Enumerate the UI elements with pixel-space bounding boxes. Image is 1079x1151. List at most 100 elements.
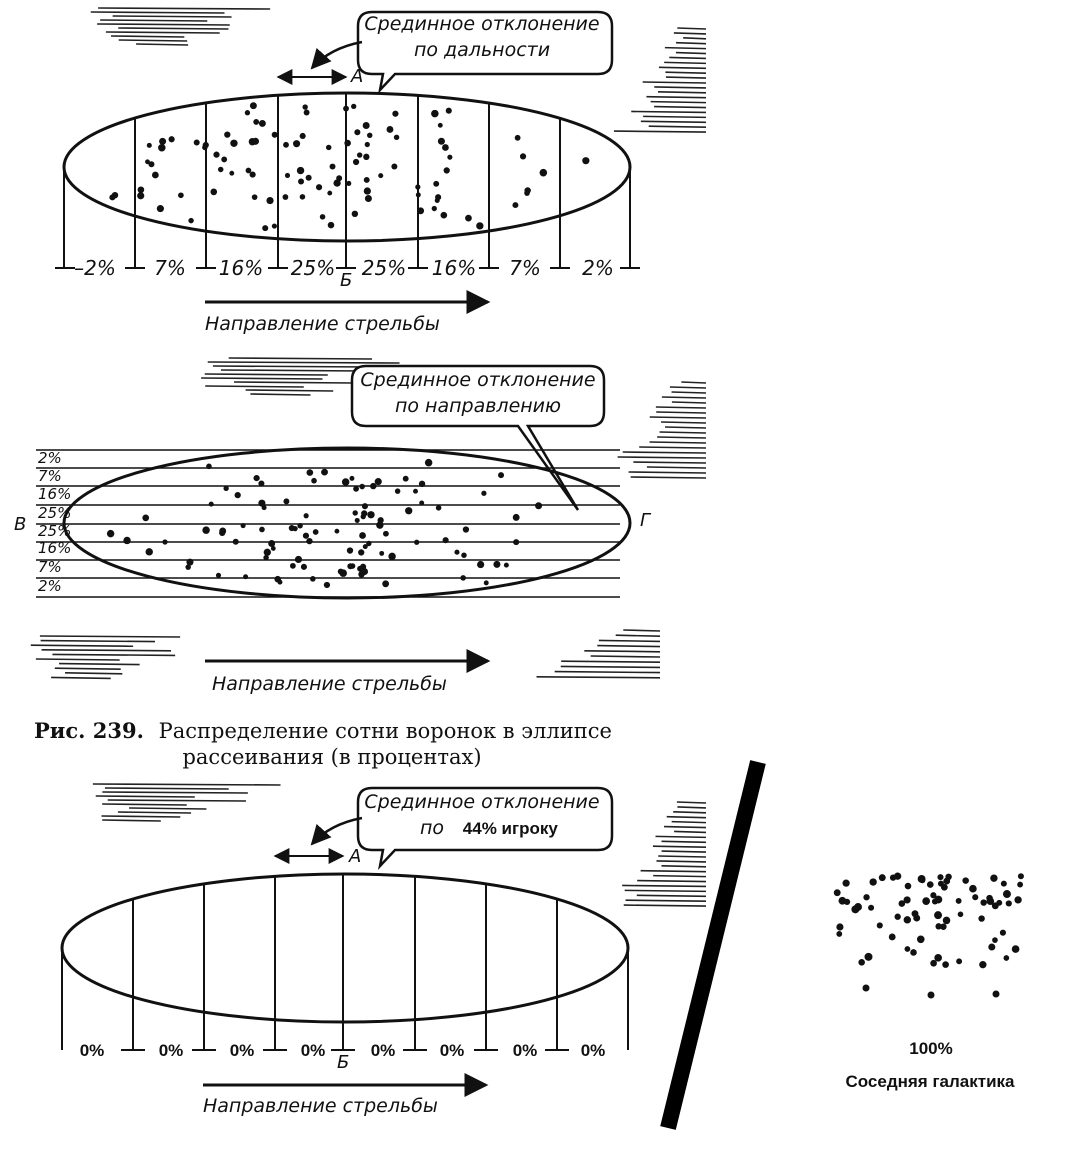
- neighbor-galaxy: 100% Соседняя галактика: [833, 872, 1024, 1091]
- hatch-line: [661, 396, 707, 399]
- crater-dot: [213, 151, 220, 158]
- crater-dot: [178, 192, 184, 199]
- galaxy-dot: [862, 984, 870, 992]
- crater-dot: [358, 549, 365, 556]
- hatch-line: [654, 105, 707, 109]
- crater-dot: [202, 141, 209, 149]
- hatch-line: [622, 451, 707, 454]
- hatch-line: [220, 369, 364, 372]
- crater-dot: [261, 505, 267, 511]
- hatch-line: [102, 803, 187, 806]
- crater-dot: [388, 552, 396, 561]
- crater-dot: [414, 539, 420, 545]
- hatch-line: [39, 635, 181, 638]
- crater-dot: [293, 140, 301, 148]
- callout-pointer-arrow: [310, 40, 363, 70]
- hatch-line: [102, 791, 248, 794]
- range-dividers-3: [61, 874, 629, 1051]
- galaxy-dot: [937, 874, 944, 881]
- hatch-line: [92, 783, 281, 786]
- hatch-line: [669, 56, 707, 60]
- hatch-line: [622, 884, 707, 888]
- direction-percent-labels: 2%7%16%25%25%16%7%2%: [38, 449, 71, 595]
- crater-dot: [142, 514, 150, 522]
- range-percent-labels: –2%7%16%25%25%16%7%2%: [74, 256, 614, 280]
- crater-dot: [370, 482, 377, 490]
- galaxy-dot: [836, 931, 843, 937]
- galaxy-dot: [940, 923, 947, 930]
- hatch-line: [659, 431, 707, 434]
- crater-dot: [361, 510, 368, 517]
- crater-dot: [268, 540, 276, 548]
- crater-dot: [362, 121, 370, 130]
- crater-dot: [137, 186, 145, 194]
- label-v: В: [14, 514, 26, 535]
- galaxy-dot: [913, 914, 921, 922]
- crater-dot: [417, 207, 425, 215]
- hatch-line: [646, 466, 707, 469]
- crater-dot: [270, 546, 276, 551]
- crater-dot: [413, 488, 418, 494]
- crater-dot: [283, 498, 290, 505]
- percent-label: 7%: [38, 558, 62, 576]
- crater-dot: [185, 564, 191, 570]
- hatch-line: [52, 653, 176, 657]
- hatch-line: [674, 830, 707, 834]
- percent-label: 0%: [80, 1041, 105, 1060]
- crater-dot: [483, 580, 489, 586]
- dispersion-ellipse-3: [60, 872, 630, 1024]
- hatch-line: [673, 811, 707, 814]
- label-b-3: Б: [337, 1052, 349, 1073]
- galaxy-dot: [903, 896, 911, 904]
- galaxy-label: Соседняя галактика: [845, 1072, 1015, 1091]
- percent-label: 7%: [38, 467, 62, 485]
- crater-dot: [271, 223, 277, 229]
- crater-dot: [137, 192, 145, 200]
- galaxy-dot: [916, 935, 925, 944]
- hatch-line: [590, 655, 661, 658]
- hatch-line: [250, 393, 311, 396]
- galaxy-dots: [833, 872, 1024, 999]
- callout-range: Срединное отклонение по дальности: [310, 10, 614, 94]
- hatch-line: [665, 76, 707, 79]
- percent-label: 0%: [440, 1041, 465, 1060]
- edited-diagram: Срединное отклонение по 44% игроку А 0%0…: [60, 783, 707, 1117]
- hatch-line: [653, 874, 707, 878]
- divider-slash: [660, 760, 766, 1130]
- crater-dot: [382, 580, 390, 588]
- crater-dot: [258, 499, 266, 507]
- percent-label: 0%: [371, 1041, 396, 1060]
- galaxy-dot: [838, 896, 847, 905]
- hatch-line: [657, 436, 707, 439]
- crater-dot: [258, 119, 266, 127]
- percent-label: 16%: [219, 256, 263, 280]
- crater-dot: [391, 163, 398, 170]
- crater-dot: [341, 478, 350, 486]
- hatch-line: [234, 381, 354, 384]
- hatch-line: [656, 411, 707, 414]
- hatch-line: [598, 639, 661, 643]
- crater-dot: [219, 529, 226, 537]
- crater-dot: [327, 190, 333, 196]
- hatch-line: [101, 815, 181, 818]
- crater-dot: [145, 159, 150, 165]
- crater-dot: [193, 139, 200, 146]
- galaxy-dot: [992, 990, 1000, 998]
- crater-dot: [325, 144, 332, 151]
- hatch-line: [654, 86, 707, 89]
- crater-dot: [363, 187, 371, 195]
- crater-dot: [311, 477, 317, 484]
- crater-dot: [347, 563, 354, 570]
- hatch-line: [656, 860, 707, 863]
- galaxy-dot: [888, 933, 896, 941]
- galaxy-dot: [1000, 880, 1007, 887]
- hatch-line: [652, 845, 707, 848]
- crater-dot: [354, 517, 360, 523]
- crater-dot: [539, 168, 548, 177]
- galaxy-dot: [988, 943, 996, 951]
- crater-dot: [333, 179, 341, 187]
- percent-label: 25%: [38, 522, 71, 540]
- svg-text:Рис. 239. Распределение: Рис. 239. Распределение сотни воронок в …: [34, 718, 612, 743]
- direction-label-3: Направление стрельбы: [203, 1095, 438, 1117]
- hatch-line: [41, 649, 172, 652]
